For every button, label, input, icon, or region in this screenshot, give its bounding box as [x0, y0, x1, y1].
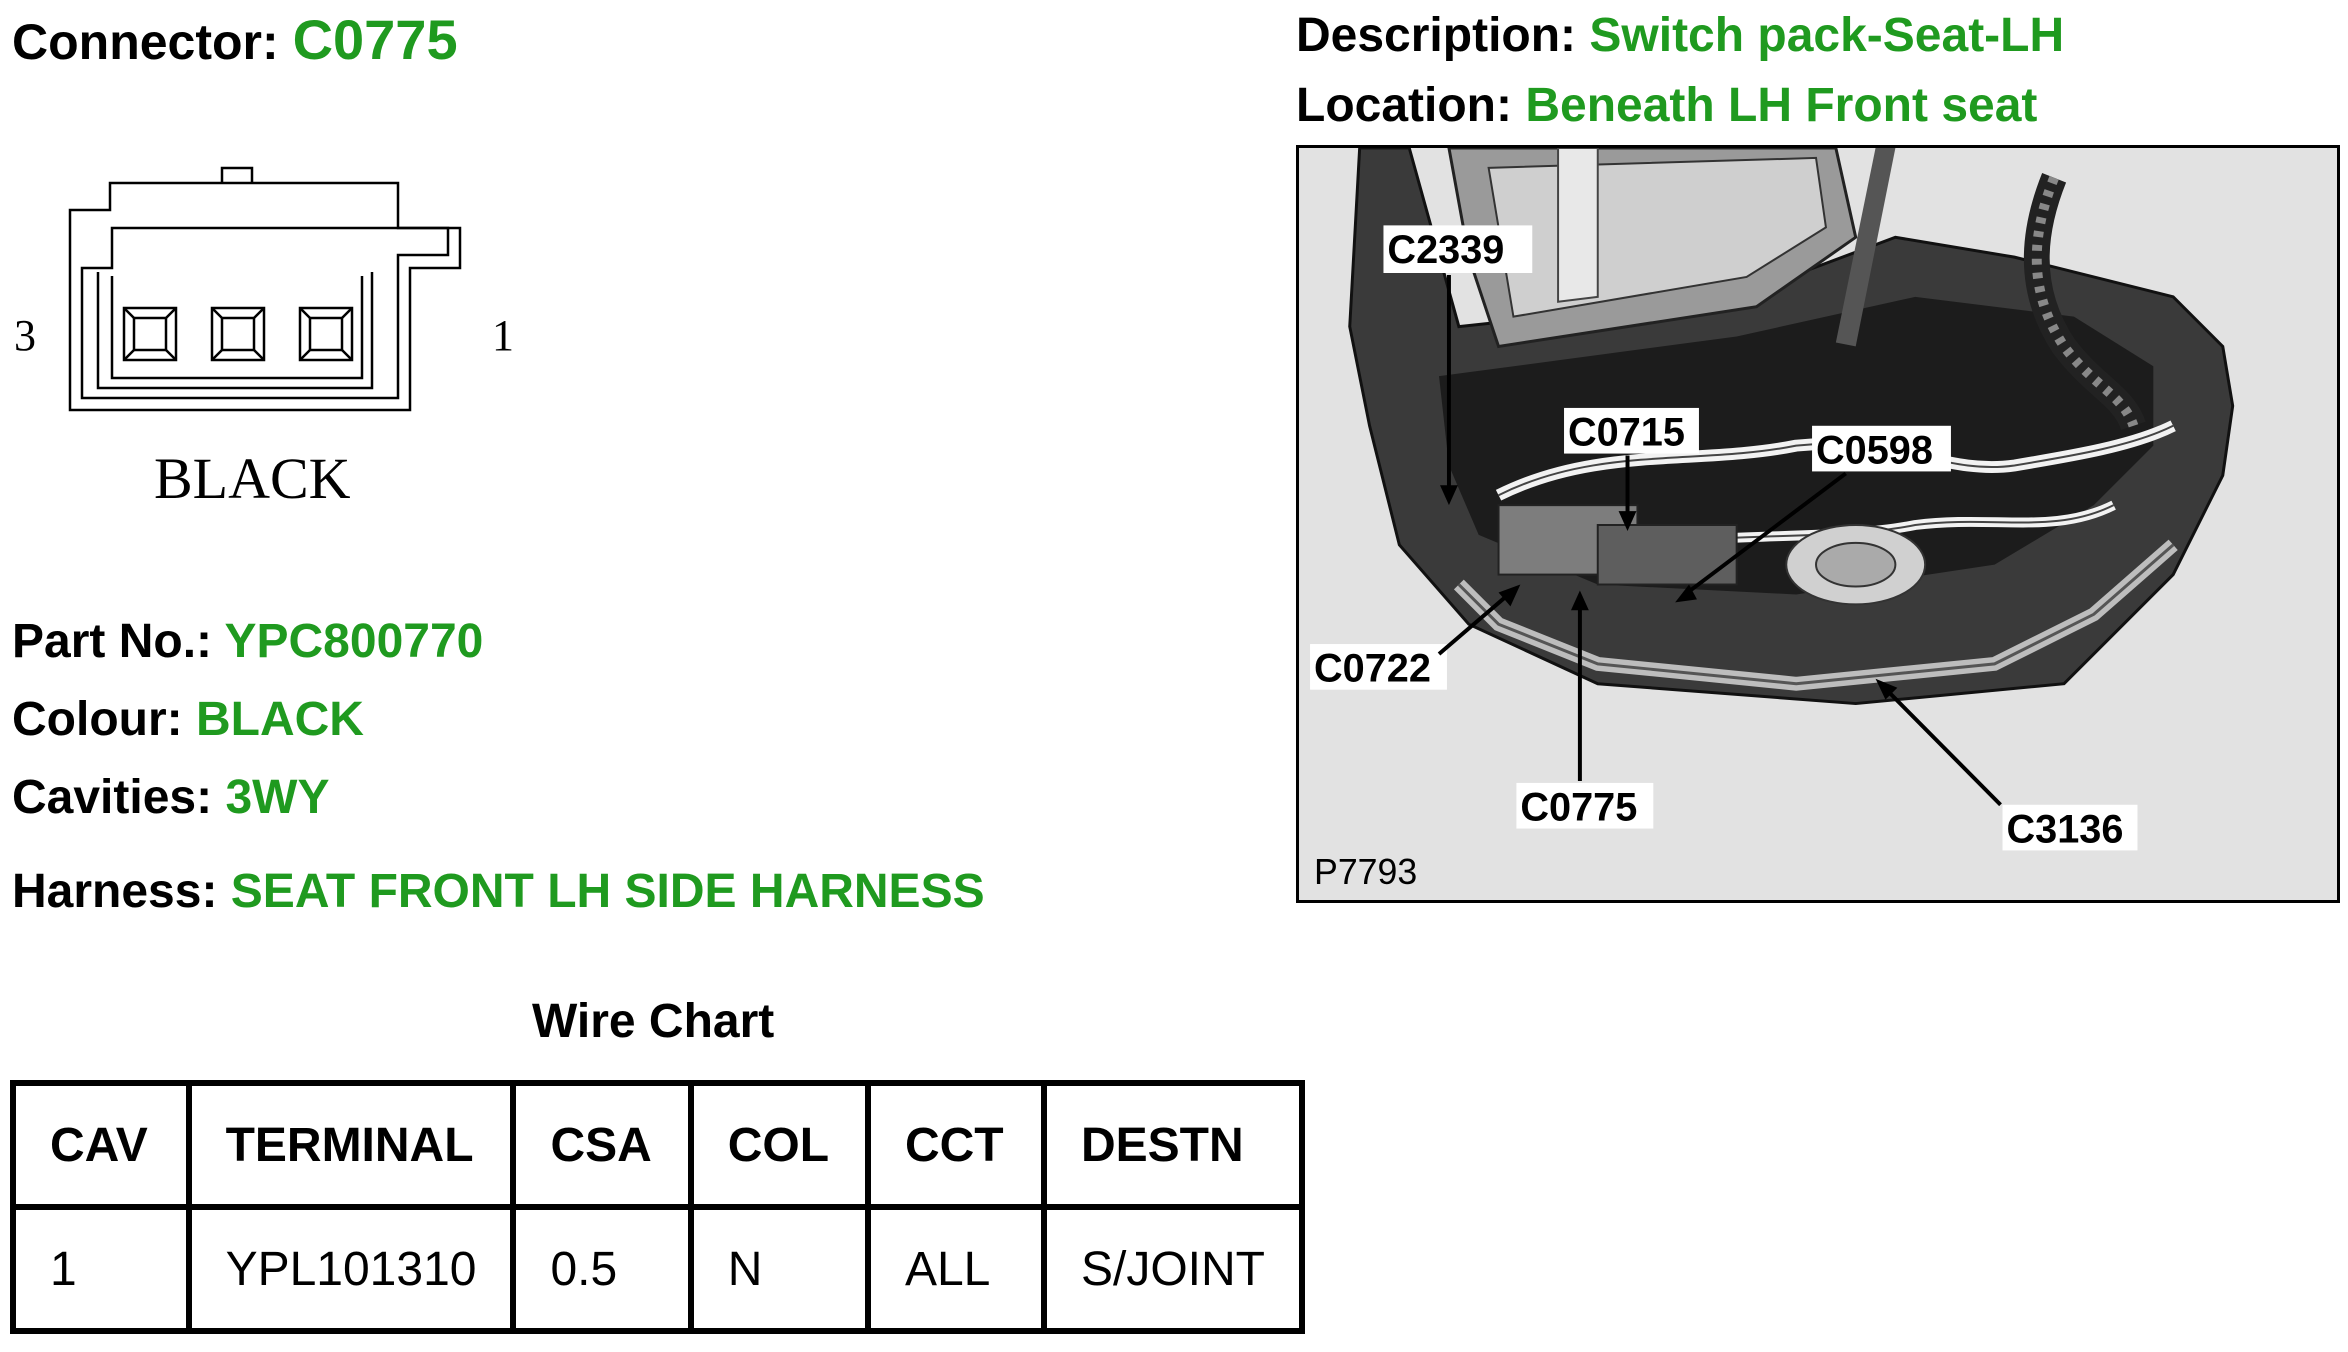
connector-label: Connector:	[12, 14, 279, 70]
location-label: Location:	[1296, 79, 1512, 132]
header-col: COL	[687, 1080, 871, 1210]
cavities-row: Cavities: 3WY	[12, 774, 329, 822]
pin-3-label: 3	[14, 311, 36, 360]
wire-chart-title: Wire Chart	[532, 995, 775, 1048]
callout-c0775: C0775	[1520, 786, 1637, 830]
header-csa: CSA	[510, 1080, 694, 1210]
part-no-label: Part No.:	[12, 615, 213, 668]
connector-colour-text: BLACK	[154, 446, 351, 511]
wire-chart-header-row: CAV TERMINAL CSA COL CCT DESTN	[10, 1080, 1306, 1210]
header-cct: CCT	[864, 1080, 1047, 1210]
harness-row: Harness: SEAT FRONT LH SIDE HARNESS	[12, 868, 985, 916]
part-no-row: Part No.: YPC800770	[12, 618, 483, 666]
colour-value: BLACK	[195, 693, 364, 746]
header-terminal: TERMINAL	[185, 1080, 517, 1210]
cell-destn: S/JOINT	[1040, 1204, 1306, 1334]
part-no-value: YPC800770	[224, 615, 484, 668]
cell-col: N	[687, 1204, 871, 1334]
table-row: 1 YPL101310 0.5 N ALL S/JOINT	[10, 1204, 1306, 1334]
connector-id: C0775	[292, 8, 458, 71]
cell-cct: ALL	[864, 1204, 1047, 1334]
cell-cav: 1	[10, 1204, 192, 1334]
callout-c3136: C3136	[2006, 807, 2123, 851]
location-photo: C2339 C0715 C0598 C0722 C0775	[1296, 145, 2340, 903]
photo-ref: P7793	[1314, 852, 1417, 892]
description-heading: Description: Switch pack-Seat-LH	[1296, 12, 2064, 60]
harness-value: SEAT FRONT LH SIDE HARNESS	[230, 865, 985, 918]
location-value: Beneath LH Front seat	[1525, 79, 2038, 132]
connector-face-diagram: 3 1 BLACK	[0, 150, 540, 530]
connector-heading: Connector: C0775	[12, 12, 458, 68]
description-value: Switch pack-Seat-LH	[1589, 9, 2065, 62]
cavities-label: Cavities:	[12, 771, 213, 824]
cavity-3	[122, 306, 178, 362]
location-heading: Location: Beneath LH Front seat	[1296, 82, 2037, 130]
header-cav: CAV	[10, 1080, 192, 1210]
header-destn: DESTN	[1040, 1080, 1306, 1210]
colour-row: Colour: BLACK	[12, 696, 364, 744]
cavities-value: 3WY	[225, 771, 330, 824]
pin-1-label: 1	[492, 311, 514, 360]
cell-csa: 0.5	[510, 1204, 694, 1334]
callout-c0722: C0722	[1314, 647, 1431, 691]
harness-label: Harness:	[12, 865, 218, 918]
cavity-1	[298, 306, 354, 362]
colour-label: Colour:	[12, 693, 183, 746]
cell-terminal: YPL101310	[185, 1204, 517, 1334]
callout-c0598: C0598	[1816, 428, 1933, 472]
cavity-2	[210, 306, 266, 362]
description-label: Description:	[1296, 9, 1577, 62]
callout-c2339: C2339	[1387, 228, 1504, 272]
wire-chart-table: CAV TERMINAL CSA COL CCT DESTN 1 YPL1013…	[10, 1080, 1306, 1334]
callout-c0715: C0715	[1568, 411, 1685, 455]
